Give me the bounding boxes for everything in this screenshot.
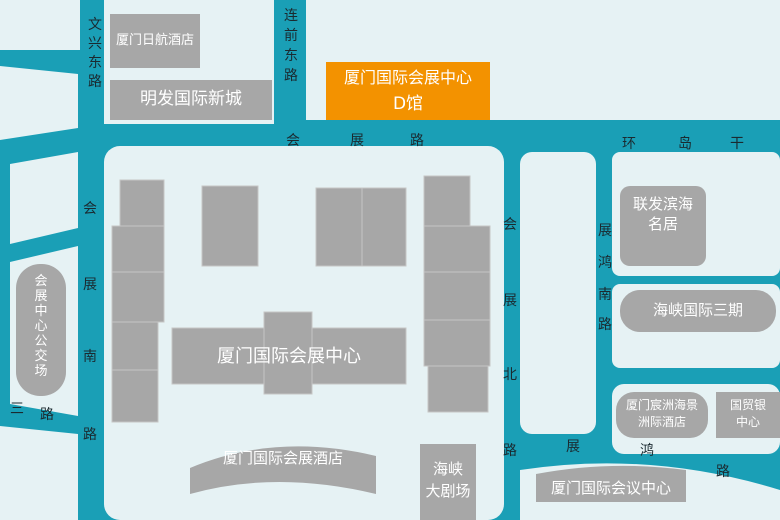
road-huizhan-south-char-1: 会 [83, 201, 97, 217]
block [0, 66, 78, 140]
building-chenzhou [616, 392, 708, 438]
road-huizhan-south-char-2: 展 [83, 277, 97, 293]
road-zhanhong-south-char-3: 南 [598, 287, 612, 303]
building-lianfa [620, 186, 706, 266]
hall-segment [171, 327, 267, 385]
chenzhou-label-line2: 洲际酒店 [637, 415, 686, 429]
convention-center-label: 厦门国际会展中心 [217, 346, 361, 367]
road-huizhan-north-char-2: 展 [503, 293, 517, 309]
mingfa-label: 明发国际新城 [140, 89, 242, 109]
road-zhanhong-char-2: 展 [566, 439, 580, 455]
road-huizhan-char-2: 展 [350, 133, 364, 149]
road-huandao-char-2: 岛 [678, 136, 692, 152]
road-zhanhong-char-3: 鸿 [640, 443, 654, 459]
hall-segment [423, 225, 491, 273]
road-zhanhong-char-4: 路 [716, 464, 730, 480]
hall-segment [361, 187, 407, 267]
hall-segment [111, 369, 159, 423]
world-trade-label-line2: 中心 [735, 415, 760, 429]
road-huizhan-char-3: 路 [410, 133, 424, 149]
hall-d-label-line2: D馆 [392, 94, 424, 114]
block [0, 426, 78, 520]
hall-d-label-line1: 厦门国际会展中心 [343, 68, 472, 87]
building-conference-center [536, 465, 686, 502]
building-mingfa [110, 80, 272, 120]
road-san-char-1: 三 [10, 401, 24, 417]
hall-segment [315, 187, 363, 267]
road-huizhan-south-char-4: 路 [83, 427, 97, 443]
hall-segment [111, 321, 159, 371]
road-huizhan-char-1: 会 [286, 133, 300, 149]
hotel-rihang-label: 厦门日航酒店 [115, 33, 194, 48]
lianfa-label-line1: 联发滨海 [632, 195, 693, 213]
road-zhanhong-south-char-4: 路 [598, 317, 612, 333]
road-huandao-char-3: 干 [730, 136, 744, 152]
hall-segment [311, 327, 407, 385]
hall-segment [263, 311, 313, 395]
building-hall-d [326, 62, 490, 120]
hall-segment [111, 225, 165, 273]
building-bus-station [16, 264, 66, 396]
conference-center-label: 厦门国际会议中心 [550, 479, 671, 497]
world-trade-label-line1: 国贸银 [729, 398, 766, 412]
road-wenxing-east: 文兴东路 [88, 17, 102, 90]
theatre-label-line1: 海峡 [432, 460, 463, 478]
hall-segment [111, 271, 165, 323]
road-huizhan-south-char-3: 南 [83, 349, 97, 365]
block [0, 0, 80, 50]
chenzhou-label-line1: 厦门宸洲海景 [625, 398, 698, 412]
convention-hotel-label: 厦门国际会展酒店 [222, 449, 343, 467]
bus-station-label: 会展中心公交场 [34, 274, 48, 379]
road-zhanhong-south-char-1: 展 [598, 223, 612, 239]
building-convention-hotel [190, 446, 376, 494]
lianfa-label-line2: 名居 [647, 215, 678, 233]
haixia-third-label: 海峡国际三期 [652, 301, 743, 319]
hall-segment [423, 175, 471, 227]
hall-segment [427, 365, 489, 413]
road-zhanhong-south-char-2: 鸿 [598, 255, 612, 271]
building-hotel-rihang [110, 14, 200, 68]
building-theatre [420, 444, 476, 520]
building-world-trade [716, 392, 780, 438]
road-lianqian-east: 连前东路 [284, 8, 298, 84]
block [10, 152, 78, 244]
hall-segment [119, 179, 165, 227]
hall-segment [201, 185, 259, 267]
hall-segment [423, 319, 491, 367]
road-huandao-char-1: 环 [622, 136, 636, 152]
hall-segment [423, 271, 491, 321]
building-haixia-third [620, 290, 776, 332]
road-san-char-2: 路 [40, 407, 54, 423]
block [520, 152, 596, 434]
theatre-label-line2: 大剧场 [425, 482, 471, 500]
road-huizhan-north-char-1: 会 [503, 217, 517, 233]
road-zhanhong-char-1: 路 [503, 443, 517, 459]
road-huizhan-north-char-3: 北 [503, 367, 517, 383]
